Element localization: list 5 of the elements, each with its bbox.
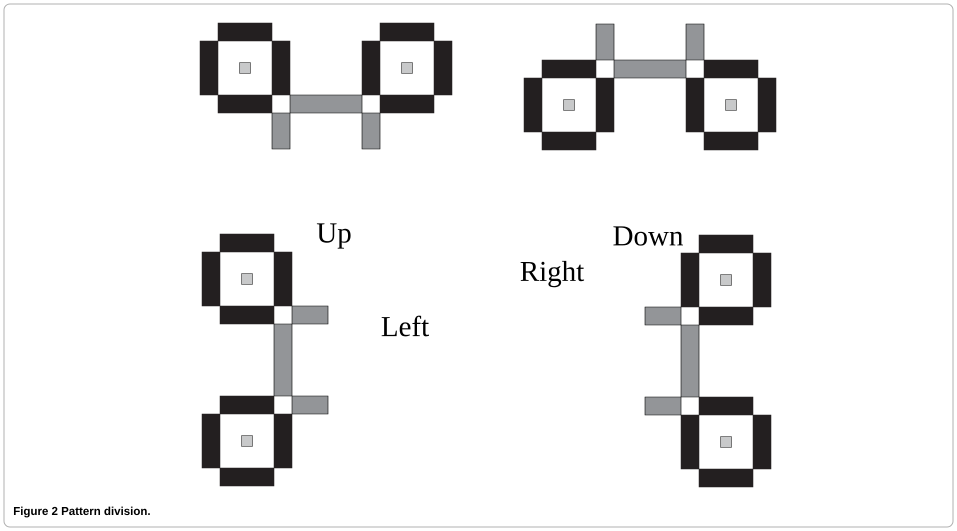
direction-label: Left (382, 316, 429, 336)
caption: Figure 2 Pattern division. (14, 506, 150, 518)
direction-label: Down (613, 226, 683, 246)
direction-label: Right (520, 260, 584, 288)
direction-label: Up (316, 223, 351, 249)
